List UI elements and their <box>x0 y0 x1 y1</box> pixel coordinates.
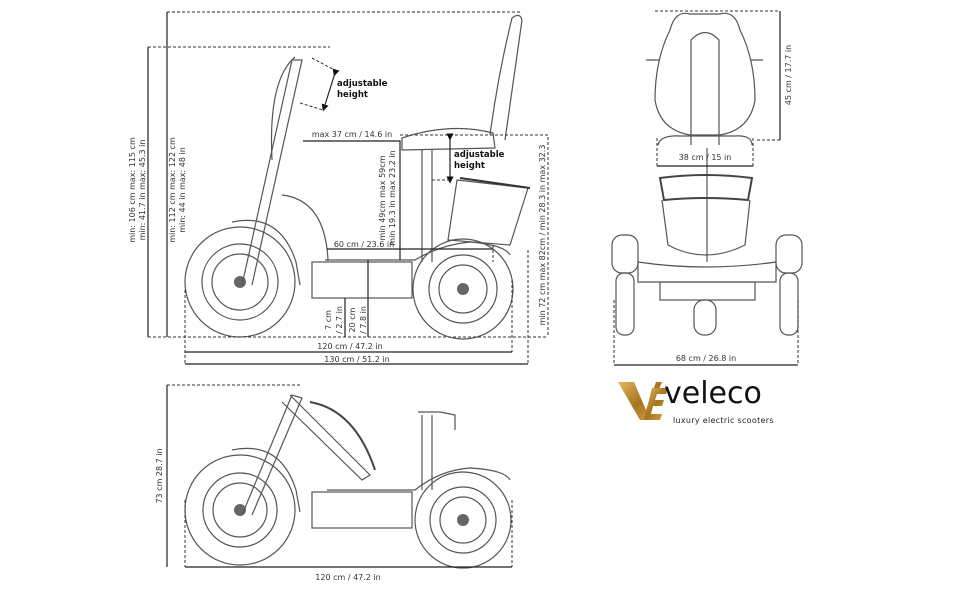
brand-name: veleco <box>664 376 762 411</box>
deck-height-cm-label: 20 cm <box>348 307 357 332</box>
folded-length-label: 120 cm / 47.2 in <box>315 573 380 582</box>
total-height-cm-label: min: 106 cm max: 115 cm <box>128 137 137 243</box>
brand-tagline: luxury electric scooters <box>673 416 774 425</box>
folded-view: 73 cm 28.7 in 120 cm / 47.2 in <box>155 384 513 582</box>
clearance-cm-label: 7 cm <box>324 310 333 330</box>
handle-adjust-label-2: height <box>337 90 368 100</box>
ve-logo-mark-icon <box>618 382 668 420</box>
overall-length-label: 130 cm / 51.2 in <box>324 355 389 364</box>
folded-height-label: 73 cm 28.7 in <box>155 448 164 503</box>
side-view: min: 106 cm max: 115 cm min: 41.7 in max… <box>128 11 549 365</box>
seat-width-label: 38 cm / 15 in <box>679 153 732 162</box>
front-view: 45 cm / 17.7 in 38 cm / 15 in 68 cm / 26… <box>611 10 803 366</box>
handle-height-cm-label: min: 112 cm max: 122 cm <box>168 137 177 243</box>
veleco-logo: veleco luxury electric scooters <box>618 376 774 425</box>
overall-width-label: 68 cm / 26.8 in <box>676 354 736 363</box>
handle-adjust-label-1: adjustable <box>337 79 388 89</box>
scooter-front-drawing <box>611 12 803 336</box>
deck-height-in-label: / 7.8 in <box>359 306 368 334</box>
total-height-in-label: min: 41.7 in max: 45.3 in <box>138 140 147 241</box>
scooter-folded-drawing <box>184 394 512 569</box>
clearance-in-label: / 2.7 in <box>335 306 344 334</box>
handle-height-in-label: min: 44 in max: 48 in <box>178 147 187 233</box>
seat-height-in-label: min 19.3 in max 23.2 in <box>388 150 397 245</box>
seat-adjust-label-2: height <box>454 161 485 171</box>
seat-height-cm-label: min 49cm max 59cm <box>378 155 387 240</box>
backrest-height-label: 45 cm / 17.7 in <box>784 45 793 105</box>
seat-to-handle-label: max 37 cm / 14.6 in <box>312 130 392 139</box>
seat-adjust-label-1: adjustable <box>454 150 505 160</box>
wheelbase-label: 120 cm / 47.2 in <box>317 342 382 351</box>
seat-total-height-label: min 72 cm max 82cm / min 28.3 in max 32.… <box>538 145 547 326</box>
scooter-side-drawing <box>184 14 531 340</box>
deck-length-label: 60 cm / 23.6 in <box>334 240 394 249</box>
